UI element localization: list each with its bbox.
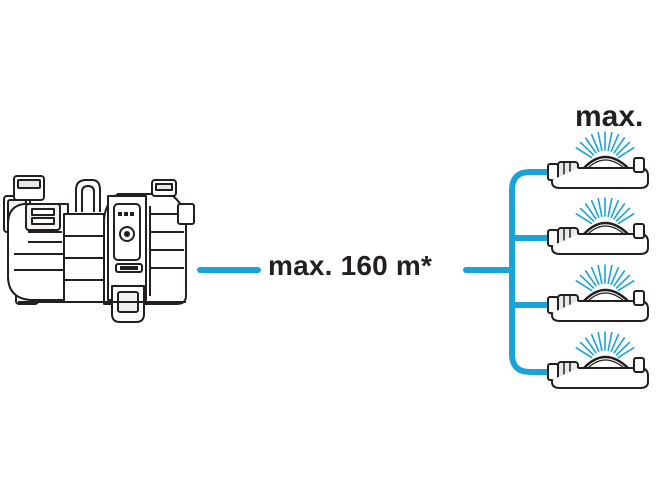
- garden-pump-icon: [3, 175, 195, 323]
- hose-lines: [197, 169, 551, 375]
- sprinkler-group: [547, 131, 649, 389]
- sprinkler-max-label: max.: [575, 100, 644, 133]
- manifold-hose: [509, 169, 551, 375]
- distance-label: max. 160 m*: [268, 250, 433, 281]
- oscillating-sprinkler-icon: [547, 131, 649, 189]
- oscillating-sprinkler-icon: [547, 331, 649, 389]
- oscillating-sprinkler-icon: [547, 197, 649, 255]
- oscillating-sprinkler-icon: [547, 264, 649, 322]
